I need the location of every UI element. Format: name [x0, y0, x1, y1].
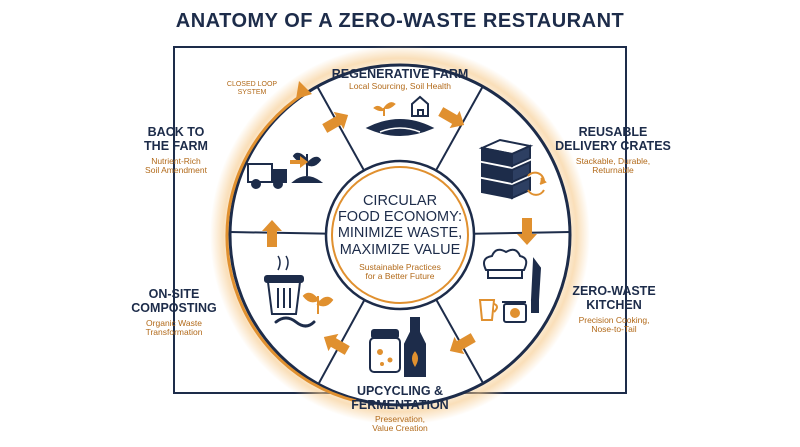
stage-subtitle: Soil Amendment: [145, 164, 207, 175]
stage-upcycling: UPCYCLING & FERMENTATION Preservation, V…: [330, 384, 470, 433]
knife-icon: [530, 257, 542, 313]
closed-loop-arrowhead: [296, 81, 312, 99]
stage-composting: ON-SITE COMPOSTING Organic Waste Transfo…: [120, 287, 228, 337]
stage-back-to-farm: BACK TO THE FARM Nutrient-Rich Soil Amen…: [120, 125, 232, 175]
stage-title: REUSABLE: [578, 125, 648, 139]
center-circle: [324, 159, 476, 311]
stage-title: KITCHEN: [586, 297, 642, 312]
stage-title: COMPOSTING: [131, 300, 217, 315]
center-label: CIRCULAR FOOD ECONOMY: MINIMIZE WASTE, M…: [330, 193, 470, 282]
center-title-line: MINIMIZE WASTE,: [337, 225, 463, 242]
stage-zero-waste-kitchen: ZERO-WASTE KITCHEN Precision Cooking, No…: [560, 284, 668, 334]
arrow-farm-to-regenerative: [322, 111, 349, 133]
closed-loop-arc: [225, 91, 357, 403]
worm-icon: [274, 316, 316, 328]
stage-reusable-crates: REUSABLE DELIVERY CRATES Stackable, Dura…: [548, 125, 678, 175]
center-sub-line: Sustainable Practices: [359, 261, 441, 272]
stage-subtitle: Stackable, Durable,: [575, 155, 651, 166]
stage-title: ON-SITE: [148, 287, 200, 301]
bottle-icon: [404, 317, 426, 377]
stage-subtitle: Value Creation: [372, 422, 428, 433]
stage-subtitle: Nutrient-Rich: [151, 155, 201, 166]
chef-hat-icon: [483, 248, 528, 279]
stage-subtitle: Returnable: [592, 164, 634, 175]
center-inner-ring: [331, 166, 469, 304]
stage-title: THE FARM: [144, 138, 208, 153]
center-title-line: FOOD ECONOMY:: [337, 209, 463, 226]
stage-title: FERMENTATION: [351, 397, 449, 412]
stage-title: UPCYCLING &: [356, 384, 444, 398]
arrow-composting-to-farm: [262, 220, 282, 247]
fermentation-jar-icon: [369, 329, 401, 373]
stage-subtitle: Local Sourcing, Soil Health: [348, 80, 452, 91]
center-title-line: MAXIMIZE VALUE: [339, 241, 461, 258]
barn-field-icon: [365, 95, 435, 136]
compost-bin-icon: [264, 255, 304, 315]
sprout-icon: [302, 292, 334, 314]
stage-subtitle: Transformation: [145, 326, 203, 337]
crates-icon: [478, 138, 534, 200]
arrow-kitchen-to-upcycling: [449, 333, 476, 355]
truck-icon: [247, 163, 287, 189]
recycle-icon: [527, 171, 547, 196]
center-sub-line: for a Better Future: [365, 271, 435, 282]
stage-subtitle: Precision Cooking,: [578, 314, 650, 325]
stage-subtitle: Organic Waste: [146, 317, 202, 328]
arrow-upcycling-to-composting: [323, 333, 350, 355]
stage-title: BACK TO: [147, 125, 205, 139]
stage-subtitle: Nose-to-Tail: [591, 323, 637, 334]
stage-title: DELIVERY CRATES: [555, 138, 671, 153]
stage-subtitle: Preservation,: [374, 413, 426, 424]
flow-arrows: [262, 107, 537, 355]
measuring-cup-icon: [478, 299, 498, 321]
truck-arrow-icon: [290, 156, 308, 168]
stage-title: REGENERATIVE FARM: [331, 67, 469, 81]
arrow-crates-to-kitchen: [517, 218, 537, 245]
stage-regenerative-farm: REGENERATIVE FARM Local Sourcing, Soil H…: [320, 67, 480, 91]
kitchen-scale-icon: [502, 301, 527, 323]
closed-loop-label: CLOSED LOOP SYSTEM: [226, 81, 278, 96]
center-title-line: CIRCULAR: [362, 193, 438, 209]
arrow-farm-to-crates: [438, 107, 465, 129]
stage-title: ZERO-WASTE: [572, 284, 656, 298]
page-title: ANATOMY OF A ZERO-WASTE RESTAURANT: [175, 10, 625, 32]
